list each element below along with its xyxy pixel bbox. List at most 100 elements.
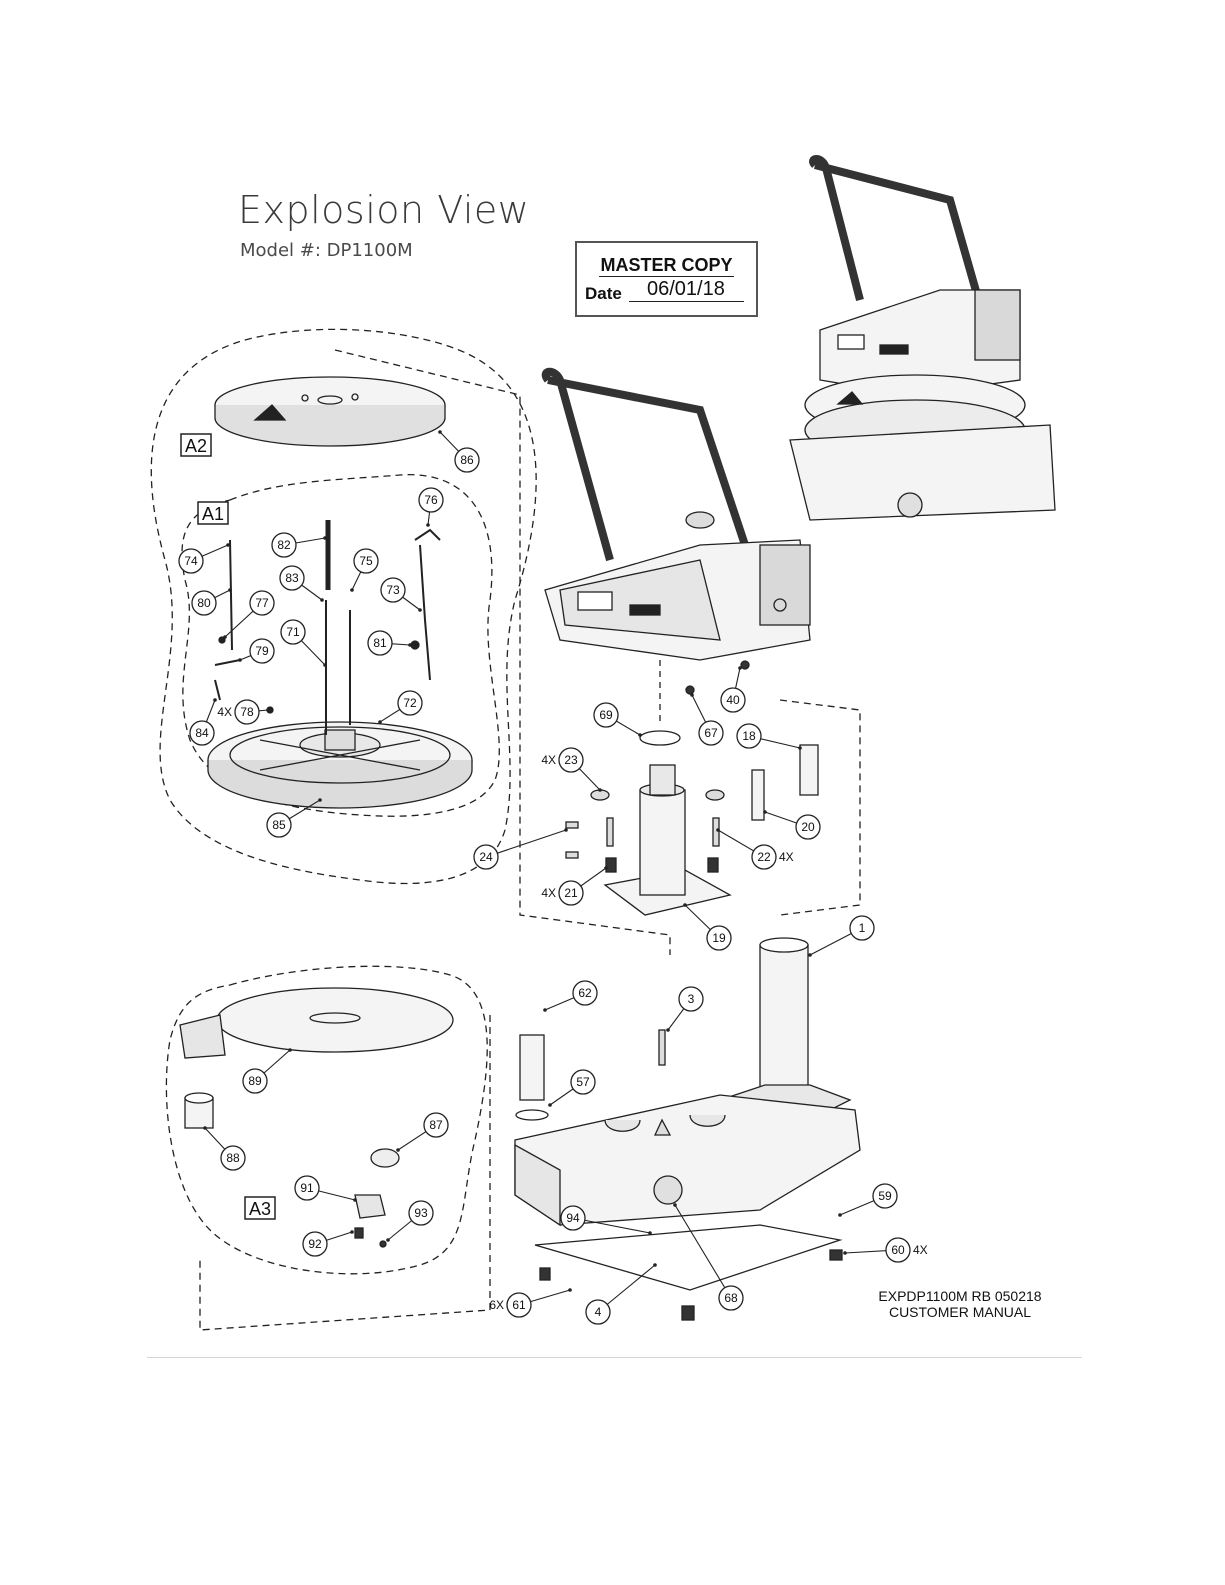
callout-75: 75 <box>350 549 378 592</box>
wire-84 <box>215 680 220 700</box>
callout-3: 3 <box>666 987 703 1032</box>
callout-number: 86 <box>460 453 474 467</box>
wire-79 <box>215 660 240 665</box>
callout-number: 81 <box>373 636 387 650</box>
callout-leader-end <box>320 598 324 602</box>
callout-leader-end <box>353 1198 357 1202</box>
callout-57: 57 <box>548 1070 595 1107</box>
callout-leader-end <box>568 1288 572 1292</box>
callout-number: 76 <box>424 493 438 507</box>
callout-73: 73 <box>381 578 422 612</box>
callout-number: 71 <box>286 625 300 639</box>
callout-number: 80 <box>197 596 211 610</box>
footer-manual-label: CUSTOMER MANUAL <box>870 1304 1050 1320</box>
callout-71: 71 <box>281 620 327 667</box>
callout-93: 93 <box>386 1201 433 1242</box>
callout-80: 80 <box>192 588 232 615</box>
callout-number: 94 <box>566 1211 580 1225</box>
callout-number: 68 <box>724 1291 738 1305</box>
callout-leader-end <box>213 698 217 702</box>
callout-number: 82 <box>277 538 291 552</box>
callout-number: 67 <box>704 726 718 740</box>
callout-number: 79 <box>255 644 269 658</box>
callout-leader-end <box>386 1238 390 1242</box>
callout-leader-end <box>548 1103 552 1107</box>
callout-number: 69 <box>599 708 613 722</box>
callout-leader-end <box>683 903 687 907</box>
page-divider <box>147 1357 1082 1358</box>
callout-leader-end <box>266 708 270 712</box>
callout-number: 75 <box>359 554 373 568</box>
svg-text:A3: A3 <box>249 1199 271 1219</box>
callout-84: 84 <box>190 698 217 745</box>
callout-number: 88 <box>226 1151 240 1165</box>
assembled-press-part <box>790 159 1055 520</box>
callout-leader-end <box>426 523 430 527</box>
callout-leader-end <box>638 733 642 737</box>
callout-leader-end <box>598 788 602 792</box>
callout-number: 1 <box>859 921 866 935</box>
callout-91: 91 <box>295 1176 357 1202</box>
callout-number: 60 <box>891 1243 905 1257</box>
callout-59: 59 <box>838 1184 897 1217</box>
callout-24: 24 <box>474 828 568 869</box>
callout-number: 72 <box>403 696 417 710</box>
callout-number: 57 <box>576 1075 590 1089</box>
callout-number: 85 <box>272 818 286 832</box>
svg-text:A1: A1 <box>202 504 224 524</box>
screw-81 <box>411 641 419 649</box>
callout-leader-end <box>666 1028 670 1032</box>
callout-62: 62 <box>543 981 597 1012</box>
callout-leader-end <box>323 663 327 667</box>
callout-leader-end <box>203 1126 207 1130</box>
callout-number: 61 <box>512 1298 526 1312</box>
svg-text:A2: A2 <box>185 436 207 456</box>
callout-leader-end <box>238 658 242 662</box>
callout-82: 82 <box>272 533 327 557</box>
top-platen-part <box>215 377 445 446</box>
group-a2-label: A2 <box>181 434 211 456</box>
callout-18: 18 <box>737 724 802 750</box>
callout-leader-end <box>808 953 812 957</box>
callout-number: 77 <box>255 596 269 610</box>
callout-87: 87 <box>396 1113 448 1152</box>
callout-21: 214X <box>541 866 607 905</box>
callout-leader-end <box>690 693 694 697</box>
callout-number: 20 <box>801 820 815 834</box>
callout-number: 24 <box>479 850 493 864</box>
callout-number: 87 <box>429 1118 443 1132</box>
callout-74: 74 <box>179 543 230 573</box>
callout-number: 62 <box>578 986 592 1000</box>
callout-61: 616X <box>489 1288 571 1317</box>
callout-leader-end <box>323 536 327 540</box>
callout-leader-end <box>798 746 802 750</box>
press-head-part <box>545 372 810 660</box>
callout-leader-end <box>648 1231 652 1235</box>
callout-quantity: 4X <box>779 850 794 864</box>
callout-quantity: 4X <box>541 886 556 900</box>
callout-leader-end <box>716 828 720 832</box>
callout-81: 81 <box>368 631 412 655</box>
callout-69: 69 <box>594 703 642 737</box>
callout-number: 4 <box>595 1305 602 1319</box>
callout-leader-end <box>738 666 742 670</box>
document-footer: EXPDP1100M RB 050218 CUSTOMER MANUAL <box>870 1288 1050 1320</box>
callout-leader-end <box>378 720 382 724</box>
callout-83: 83 <box>280 566 324 602</box>
callout-number: 93 <box>414 1206 428 1220</box>
callout-leader-end <box>228 588 232 592</box>
callout-number: 3 <box>688 992 695 1006</box>
callout-number: 22 <box>757 850 771 864</box>
callout-leader-end <box>673 1203 677 1207</box>
callout-86: 86 <box>438 430 479 472</box>
callout-leader-end <box>418 608 422 612</box>
callout-1: 1 <box>808 916 874 957</box>
callout-leader-end <box>838 1213 842 1217</box>
callout-leader-end <box>223 635 227 639</box>
callout-leader-end <box>288 1048 292 1052</box>
post-assembly-part <box>566 661 818 915</box>
callout-number: 23 <box>564 753 578 767</box>
